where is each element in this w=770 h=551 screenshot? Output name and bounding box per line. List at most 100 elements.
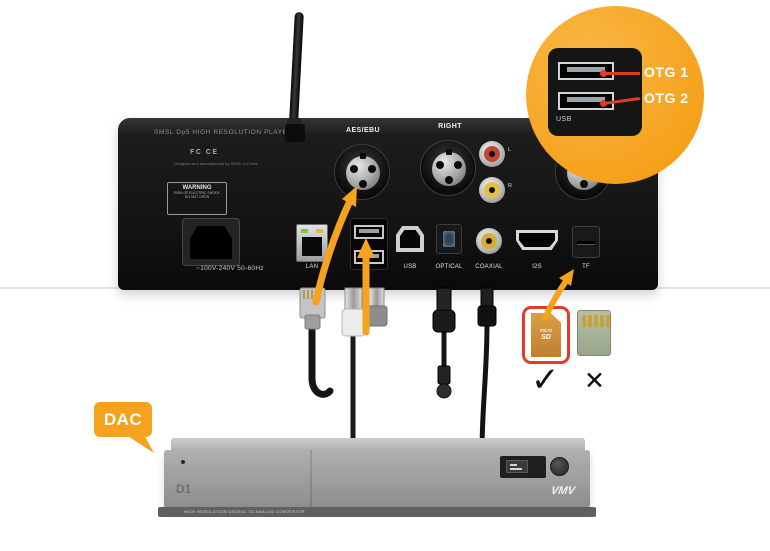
antenna-rod [289,11,304,125]
microsd-card-correct: micro SD [531,313,561,357]
xlr-aes-ebu [334,144,390,200]
warning-line1: RISK OF ELECTRIC SHOCK [174,191,220,195]
dac-base: HIGH RESOLUTION DIGITAL TO ANALOG CONVER… [158,507,596,517]
rca-r-label: R [508,183,512,189]
i2s-hole [519,233,555,247]
usb-otg-plug [365,287,388,327]
coaxial-cable [477,287,497,453]
contact-pin [600,315,604,327]
xlr-pin-hole [445,176,453,184]
power-inlet-socket [190,226,232,259]
coaxial-label: COAXIAL [475,264,503,270]
tf-card-slot [572,226,600,258]
usb-a-port-1 [354,225,384,239]
dac-bubble: DAC [94,402,152,437]
warning-title: WARNING [182,185,212,191]
otg2-label: OTG 2 [644,90,689,106]
warning-label: WARNING RISK OF ELECTRIC SHOCK DO NOT OP… [167,182,227,215]
sd-card-contacts [582,315,610,327]
sd-card-wrong [577,310,611,356]
i2s-label: I2S [532,264,542,270]
contact-pin [606,315,610,327]
dac-display-screen [506,460,528,473]
dac-led [181,460,185,464]
coaxial-port [476,228,502,254]
dac-display [500,456,546,478]
microsd-sd-text: SD [541,334,551,341]
dac-knob [550,457,569,476]
dac-logo: VMV [550,485,576,497]
pointer-dot-1 [600,70,607,77]
xlr-pin-hole [359,180,367,188]
otg1-label: OTG 1 [644,64,689,80]
red-highlight-box: micro SD [522,306,570,364]
check-mark: ✓ [531,361,560,399]
xlr-pin-hole [454,161,462,169]
dac-bubble-label: DAC [103,409,143,429]
lan-led-amber [316,229,323,233]
rca-hole [489,187,495,193]
callout-usb-label: USB [556,116,572,123]
dual-usb-port [350,218,388,270]
pointer-dot-2 [600,100,607,107]
xlr-pin-hole [350,165,358,173]
tf-slot-opening [577,241,595,245]
right-channel-label: RIGHT [438,123,462,130]
dac-panel-seam [310,450,312,508]
cross-mark: ✕ [584,367,605,395]
rca-jack-top [479,141,505,167]
brand-text: SMSL Dp5 HIGH RESOLUTION PLAYER [154,129,293,136]
warning-line2: DO NOT OPEN [184,195,210,199]
usb-tongue [567,67,605,72]
optical-cable [432,287,456,399]
wifi-antenna [285,10,305,142]
rca-jack-bottom [479,177,505,203]
coaxial-hole [486,238,492,244]
lan-port [296,224,328,262]
contact-pin [582,315,586,327]
power-inlet [182,218,240,266]
antenna-base [285,124,305,142]
dac-top-face [171,438,585,452]
display-segment [510,468,522,470]
xlr-notch [446,149,452,155]
contact-pin [594,315,598,327]
usb-a-port-2 [354,250,384,264]
dac-front-panel: D1 VMV [164,450,590,508]
xlr-right [420,140,476,196]
usb-tongue [359,229,379,233]
usb-b-label: USB [403,264,417,270]
power-rating: ~100V-240V 50-60Hz [196,265,264,272]
certification-marks: FC CE [190,149,219,156]
lan-hole [302,237,322,256]
optical-window [443,231,455,247]
i2s-port [516,230,558,250]
microsd-micro-text: micro [539,328,553,334]
dac-tagline: HIGH RESOLUTION DIGITAL TO ANALOG CONVER… [184,509,305,514]
usb-cable-plug [341,287,366,452]
designed-text: Designed and manufactured by SMSL in Chi… [174,161,258,166]
xlr-pin-hole [580,180,588,188]
dac-bubble-tail [126,435,154,453]
display-segment [510,464,517,466]
xlr-notch [360,153,366,159]
xlr-pin-hole [436,161,444,169]
optical-label: OPTICAL [435,264,463,270]
contact-pin [588,315,592,327]
aes-ebu-label: AES/EBU [346,127,380,134]
usb-callout-circle: USB OTG 1 OTG 2 [526,6,704,184]
lan-label: LAN [305,264,319,270]
usb-tongue [359,254,379,258]
callout-usb-panel: USB [548,48,642,136]
usb-tongue [567,97,605,102]
lan-led-green [301,229,308,233]
ethernet-cable [299,287,334,398]
rca-l-label: L [508,147,512,153]
dac-model-label: D1 [176,482,192,496]
tf-label: TF [582,264,590,270]
pointer-line-1 [604,72,640,75]
xlr-pin-hole [368,165,376,173]
optical-port [436,224,462,254]
usb-b-port [396,226,424,252]
